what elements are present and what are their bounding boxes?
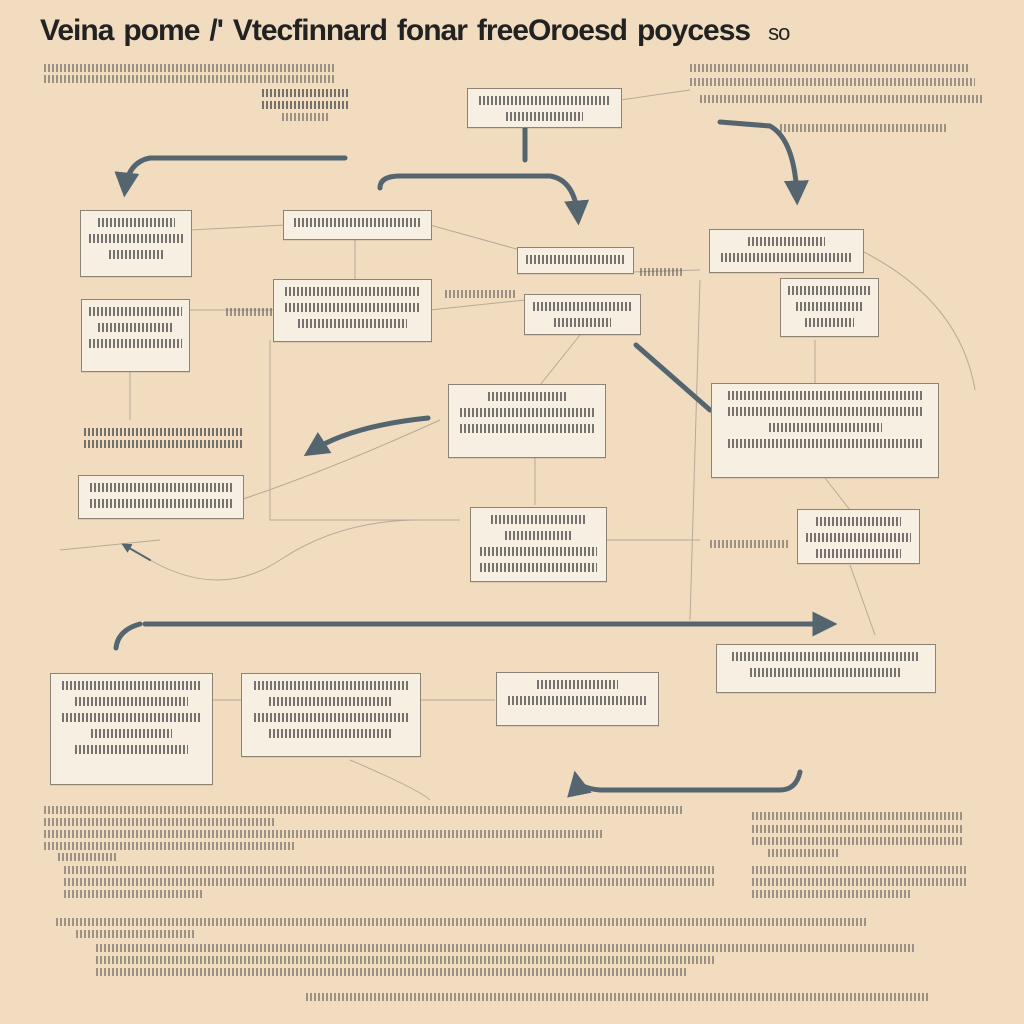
node-center-3 xyxy=(273,279,432,342)
connector-line xyxy=(189,224,286,231)
arrow-middle-left xyxy=(303,415,431,457)
node-bottom-1 xyxy=(50,673,213,785)
node-bottom-right xyxy=(716,644,936,693)
connector-line xyxy=(619,89,691,101)
connector-line xyxy=(239,419,441,501)
node-bottom-2 xyxy=(241,673,421,757)
title-word: Veina xyxy=(40,14,114,47)
title-word: poycess xyxy=(636,14,751,47)
title-word: Vtecfinnard xyxy=(232,14,388,47)
connector-line xyxy=(849,564,876,636)
connector-line xyxy=(59,539,161,551)
arrow-small-left xyxy=(121,543,151,561)
connector-line xyxy=(689,279,701,621)
node-center-1 xyxy=(283,210,432,240)
connector-line xyxy=(859,249,976,391)
node-left-3 xyxy=(78,475,244,519)
arrow-bottom xyxy=(567,769,803,798)
arrow-left-curl xyxy=(113,621,143,651)
arrow-middle-diagonal xyxy=(633,342,713,413)
title-word: freeOroesd xyxy=(476,14,628,47)
connector-line xyxy=(269,340,460,521)
node-bottom-3 xyxy=(496,672,659,726)
connector-line xyxy=(349,759,431,801)
node-left-1 xyxy=(80,210,192,277)
node-center-4 xyxy=(524,294,641,335)
arrow-top-left xyxy=(114,155,348,198)
node-right-3 xyxy=(711,383,939,478)
node-right-1 xyxy=(709,229,864,273)
connector-line xyxy=(539,334,581,386)
arrow-top-right xyxy=(717,119,809,206)
node-center-2 xyxy=(517,247,634,274)
connector-line xyxy=(429,299,526,311)
main-arrows xyxy=(113,119,838,798)
connector-line xyxy=(429,224,521,251)
title-suffix: so xyxy=(768,20,790,45)
node-top-center xyxy=(467,88,622,128)
connector-line xyxy=(149,519,421,581)
node-left-2 xyxy=(81,299,190,372)
node-center-6 xyxy=(470,507,607,582)
arrow-top-center xyxy=(377,173,590,226)
node-center-5 xyxy=(448,384,606,458)
node-right-4 xyxy=(797,509,920,564)
connector-line xyxy=(824,477,851,511)
title-word: /' xyxy=(209,14,224,47)
node-right-2 xyxy=(780,278,879,337)
title-word: fonar xyxy=(396,14,468,47)
title-word: pome xyxy=(123,14,200,47)
